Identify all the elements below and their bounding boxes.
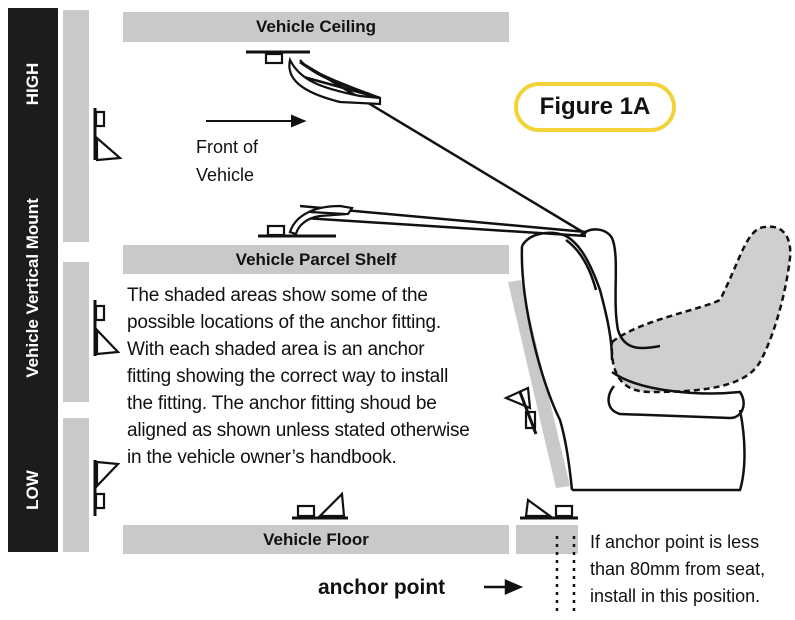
wall-strip-mid (63, 262, 89, 402)
seat-back-anchor-fitting (503, 386, 538, 435)
vertical-mount-panel: HIGH Vehicle Vertical Mount LOW (8, 8, 58, 552)
note-line: install in this position. (590, 586, 761, 606)
vehicle-ceiling-label: Vehicle Ceiling (256, 17, 376, 36)
vehicle-floor-bar: Vehicle Floor (123, 525, 509, 554)
wall-anchor-high (93, 108, 123, 162)
wall-anchor-mid (93, 300, 121, 356)
note-line: If anchor point is less (590, 532, 760, 552)
anchor-point-label: anchor point (318, 576, 446, 599)
description-line: The shaded areas show some of the (127, 285, 428, 306)
description-text: The shaded areas show some of the possib… (127, 282, 512, 471)
description-line: in the vehicle owner’s handbook. (127, 447, 397, 468)
parcel-shelf-anchor-fitting (258, 204, 354, 238)
vehicle-parcel-shelf-bar: Vehicle Parcel Shelf (123, 245, 509, 274)
description-line: possible locations of the anchor fitting… (127, 312, 441, 333)
description-line: the fitting. The anchor fitting shoud be (127, 393, 437, 414)
description-line: aligned as shown unless stated otherwise (127, 420, 470, 441)
wall-strip-high (63, 10, 89, 242)
front-of-vehicle-line-2: Vehicle (196, 165, 255, 185)
seat-shaded-area (610, 225, 792, 394)
anchor-point-arrow (484, 579, 524, 595)
wall-strip-low (63, 418, 89, 552)
anchor-distance-note: If anchor point is less than 80mm from s… (590, 529, 765, 610)
front-arrow (206, 114, 307, 128)
distance-guide-lines (555, 536, 576, 612)
ceiling-anchor-fitting (246, 50, 382, 106)
front-of-vehicle-label: Front of Vehicle (196, 133, 258, 189)
floor-bar-seat-segment (516, 525, 578, 554)
seat-back-strip (508, 280, 570, 488)
vehicle-floor-label: Vehicle Floor (263, 530, 369, 549)
floor-anchor-center (292, 491, 348, 520)
vehicle-parcel-shelf-label: Vehicle Parcel Shelf (235, 250, 397, 269)
note-line: than 80mm from seat, (590, 559, 766, 579)
vehicle-ceiling-bar: Vehicle Ceiling (123, 12, 509, 42)
wall-anchor-low (93, 460, 121, 516)
seat-outline (520, 228, 746, 492)
description-line: fitting showing the correct way to insta… (127, 366, 449, 387)
figure-label: Figure 1A (514, 82, 676, 132)
floor-anchor-seat (520, 498, 578, 520)
front-of-vehicle-line-1: Front of (196, 137, 259, 157)
description-line: With each shaded area is an anchor (127, 339, 425, 360)
